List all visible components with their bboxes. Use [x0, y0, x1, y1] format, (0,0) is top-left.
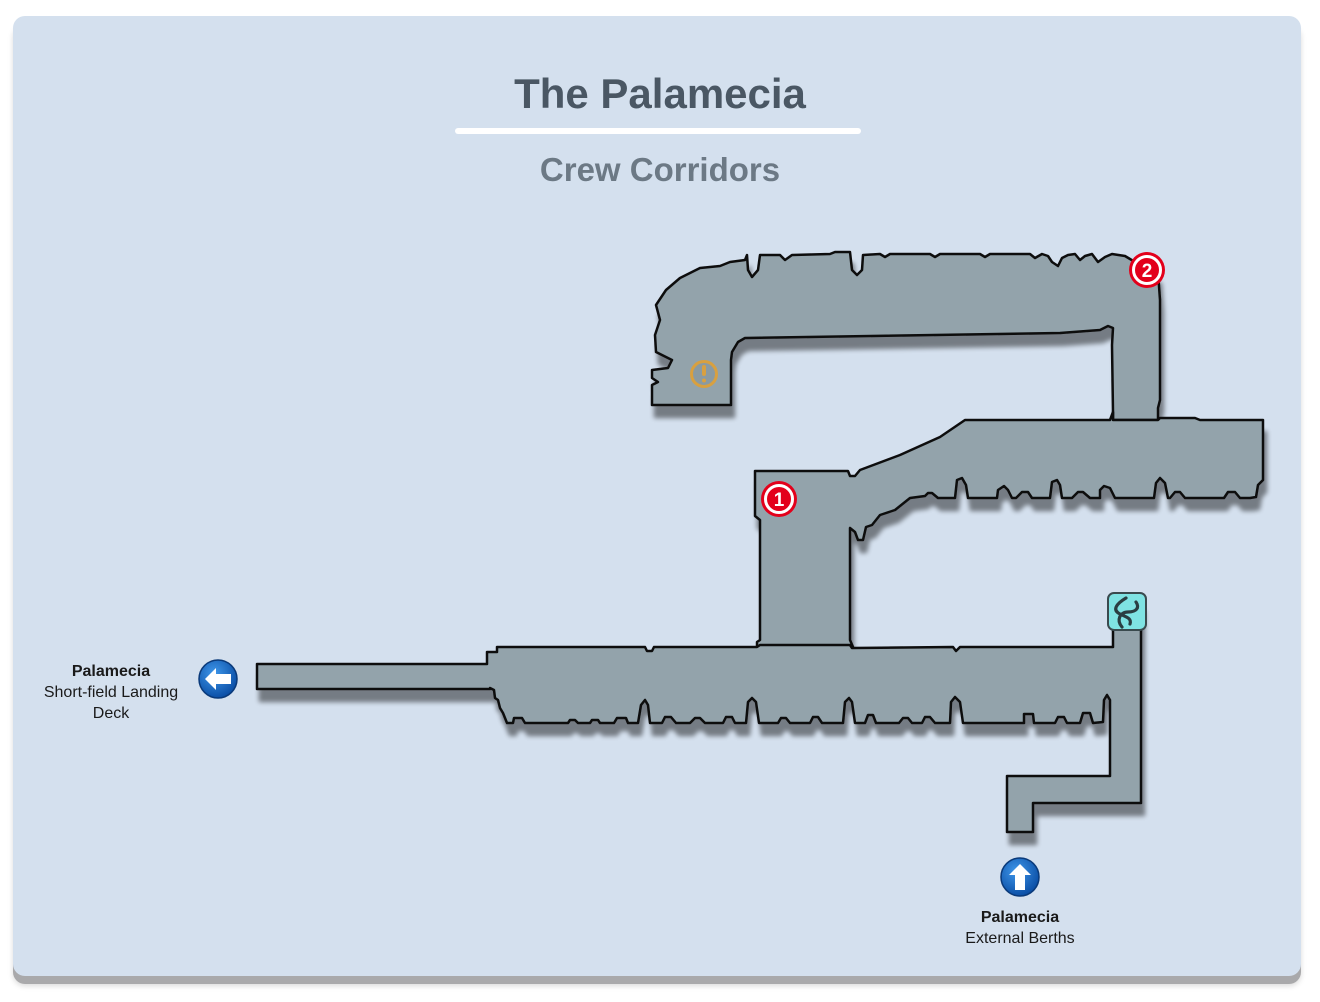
exit-name: Palamecia	[71, 663, 151, 680]
area-subtitle: Crew Corridors	[539, 151, 781, 188]
arrow-left-icon[interactable]	[198, 659, 238, 699]
marker-1-label: 1	[774, 490, 785, 511]
marker-2-label: 2	[1142, 261, 1153, 282]
upper-corridor	[650, 250, 1162, 422]
number-2-marker-icon[interactable]: 2	[1129, 252, 1165, 288]
save-point-icon[interactable]	[1107, 592, 1147, 631]
floor-layout	[255, 250, 1265, 834]
exit-destination: External Berths	[965, 930, 1075, 947]
exit-destination: Short-field Landing Deck	[43, 684, 179, 722]
exit-label-landing-deck[interactable]: Palamecia Short-field Landing Deck	[26, 661, 196, 724]
exit-label-external-berths[interactable]: Palamecia External Berths	[940, 907, 1100, 949]
number-1-marker-icon[interactable]: 1	[761, 481, 797, 517]
lower-corridor	[255, 598, 1143, 834]
exit-name: Palamecia	[980, 909, 1060, 926]
arrow-up-icon[interactable]	[1000, 857, 1040, 897]
middle-corridor	[753, 410, 1265, 650]
title-divider	[455, 128, 861, 134]
exclamation-icon[interactable]: !	[690, 360, 718, 388]
map-title: The Palamecia	[514, 70, 806, 117]
